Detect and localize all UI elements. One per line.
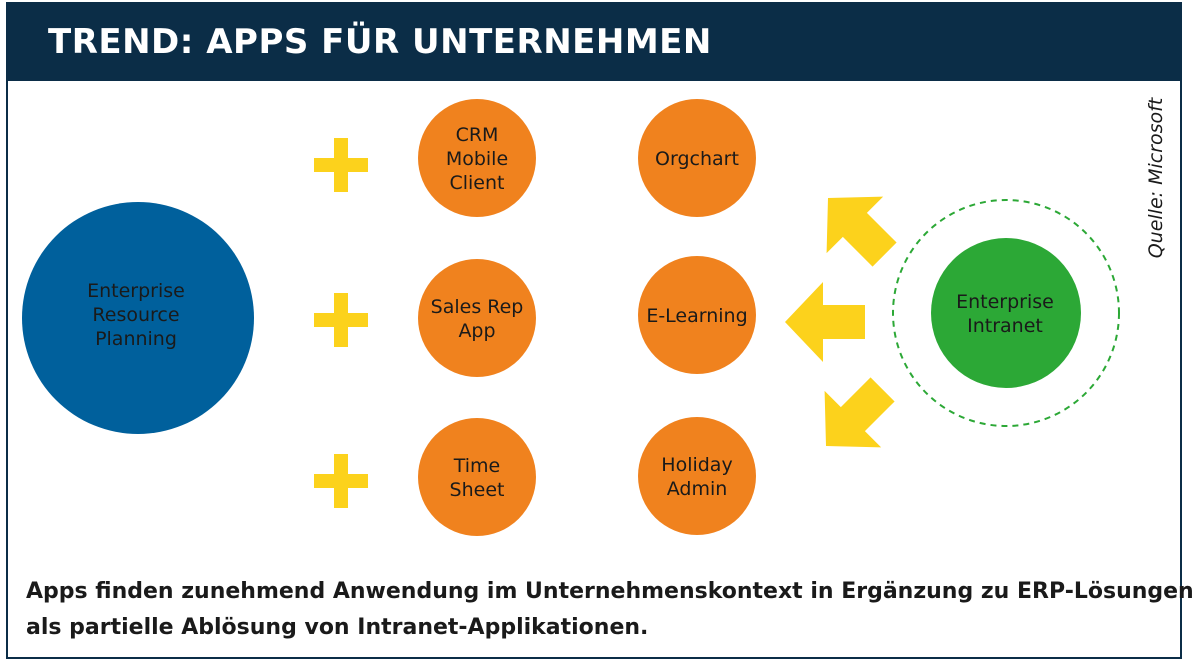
caption: Apps finden zunehmend Anwendung im Unter… [26, 574, 1200, 646]
app-circle [638, 99, 756, 217]
header-bar: TREND: APPS FÜR UNTERNEHMEN [8, 4, 1180, 81]
plus-sign-2 [314, 293, 368, 347]
arrow-left [785, 282, 865, 362]
caption-line-1: Apps finden zunehmend Anwendung im Unter… [26, 579, 1200, 604]
app-circle [638, 256, 756, 374]
arrow-down-left [824, 377, 895, 448]
intranet-dashed-ring [892, 199, 1120, 427]
app-label: E-Learning [646, 305, 747, 327]
plus-sign-1 [314, 138, 368, 192]
app-label: Orgchart [655, 148, 739, 170]
intranet-circle [931, 238, 1081, 388]
arrow-up-left [826, 196, 897, 267]
erp-circle [22, 202, 254, 434]
header-title: TREND: APPS FÜR UNTERNEHMEN [48, 22, 712, 62]
app-circle [418, 418, 536, 536]
source-note: Quelle: Microsoft [1145, 97, 1167, 259]
plus-sign-3 [314, 454, 368, 508]
app-circle [638, 417, 756, 535]
caption-line-2: als partielle Ablösung von Intranet-Appl… [26, 615, 649, 640]
app-circle [418, 259, 536, 377]
app-circle [418, 99, 536, 217]
